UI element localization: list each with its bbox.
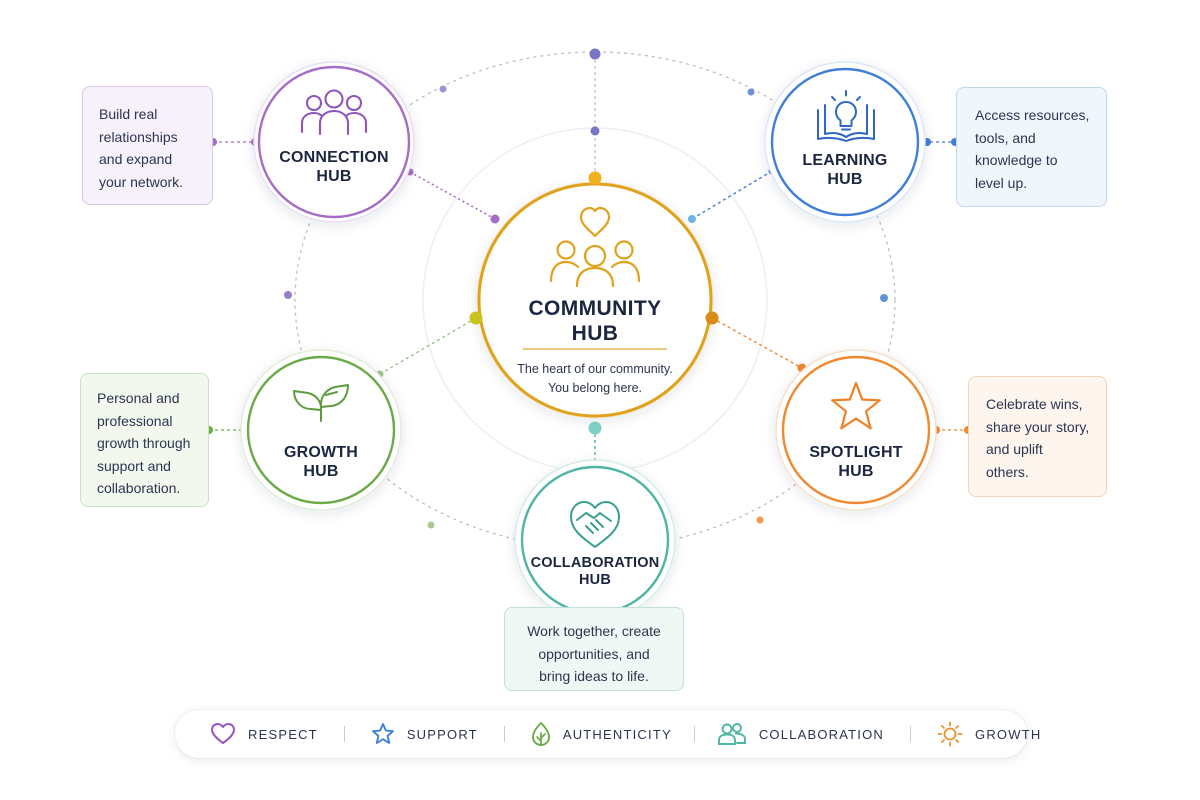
center-hub-title: COMMUNITY HUB — [495, 296, 695, 346]
collaboration-hub-title: COLLABORATION HUB — [515, 555, 675, 590]
legend-item-support: SUPPORT — [371, 710, 478, 758]
card-line: opportunities, and — [538, 645, 650, 662]
legend-divider — [503, 726, 505, 742]
legend-item-respect: RESPECT — [210, 710, 318, 758]
heart-icon — [211, 723, 235, 744]
connector-spotlight — [711, 317, 803, 369]
connection-hub-title-line1: CONNECTION — [279, 149, 389, 166]
legend-label: COLLABORATION — [758, 726, 885, 742]
connector-growth — [379, 317, 477, 375]
community-people-heart-icon — [549, 206, 641, 288]
card-line: knowledge to — [975, 152, 1058, 168]
values-legend: RESPECT SUPPORT AUTHENTICITY COLLABORATI… — [175, 710, 1040, 758]
connection-hub-title-line2: HUB — [316, 168, 352, 186]
collaboration-hub-title-line1: COLLABORATION — [530, 555, 660, 571]
connector-connection — [409, 171, 496, 220]
people-icon — [717, 723, 746, 745]
learning-hub[interactable] — [764, 61, 926, 223]
card-line: support and — [97, 457, 171, 474]
learning-hub-title-line2: HUB — [827, 171, 863, 189]
learning-hub-title: LEARNING HUB — [765, 151, 925, 189]
growth-hub-title: GROWTH HUB — [241, 443, 401, 481]
sprout-icon — [293, 384, 349, 422]
legend-label: AUTHENTICITY — [562, 726, 672, 742]
connection-hub[interactable] — [253, 61, 415, 223]
card-line: collaboration. — [97, 480, 181, 496]
growth-hub-title-line1: GROWTH — [283, 444, 359, 461]
collaboration-description-card: Work together, create opportunities, and… — [504, 607, 684, 691]
star-icon — [831, 381, 881, 430]
center-hub[interactable] — [469, 171, 719, 435]
sun-icon — [937, 721, 963, 747]
legend-label: SUPPORT — [406, 726, 478, 742]
card-line: growth through — [97, 435, 191, 451]
card-line: Access resources, — [975, 107, 1090, 123]
spotlight-hub-title-line2: HUB — [838, 463, 874, 481]
outer-orbit — [294, 51, 896, 549]
legend-item-growth: GROWTH — [937, 710, 1041, 758]
legend-item-collaboration: COLLABORATION — [717, 710, 884, 758]
learning-description-card: Access resources, tools, and knowledge t… — [956, 87, 1107, 207]
legend-label: RESPECT — [248, 726, 318, 742]
spotlight-description-card: Celebrate wins, share your story, and up… — [968, 376, 1107, 497]
book-lightbulb-icon — [817, 90, 875, 142]
center-hub-title-line2: HUB — [571, 322, 619, 346]
connection-description-card: Build real relationships and expand your… — [82, 86, 213, 205]
card-line: Build real — [99, 106, 158, 122]
card-line: Celebrate wins, — [986, 396, 1083, 412]
card-line: your network. — [99, 173, 184, 190]
center-hub-description: The heart of our community. You belong h… — [495, 360, 695, 398]
card-line: Work together, create — [527, 623, 661, 639]
handshake-heart-icon — [570, 501, 620, 548]
card-line: share your story, — [986, 418, 1090, 435]
card-line: relationships — [99, 128, 178, 145]
people-group-icon — [300, 89, 368, 136]
card-line: others. — [986, 463, 1029, 480]
growth-hub[interactable] — [240, 349, 402, 511]
spotlight-hub-title-line1: SPOTLIGHT — [809, 444, 903, 461]
leaf-icon — [531, 722, 550, 746]
collaboration-hub-title-line2: HUB — [578, 572, 611, 589]
card-line: and uplift — [986, 441, 1043, 457]
learning-hub-title-line1: LEARNING — [802, 152, 888, 169]
center-description-line1: The heart of our community. — [517, 362, 673, 376]
card-line: and expand — [99, 151, 173, 167]
collaboration-hub[interactable] — [514, 459, 676, 621]
spotlight-hub[interactable] — [775, 349, 937, 511]
legend-label: GROWTH — [975, 726, 1042, 742]
card-line: level up. — [975, 174, 1028, 191]
center-hub-title-line1: COMMUNITY — [528, 297, 662, 320]
connection-hub-title: CONNECTION HUB — [254, 148, 414, 186]
star-icon — [371, 723, 394, 744]
card-line: professional — [97, 412, 173, 429]
legend-divider — [910, 726, 912, 742]
legend-item-authenticity: AUTHENTICITY — [531, 710, 672, 758]
card-line: Personal and — [97, 390, 180, 406]
card-line: bring ideas to life. — [539, 668, 649, 684]
legend-divider — [343, 726, 345, 742]
legend-divider — [693, 726, 695, 742]
growth-hub-title-line2: HUB — [303, 463, 339, 481]
center-description-line2: You belong here. — [547, 381, 643, 395]
spotlight-hub-title: SPOTLIGHT HUB — [776, 443, 936, 481]
card-line: tools, and — [975, 129, 1036, 146]
growth-description-card: Personal and professional growth through… — [80, 373, 209, 507]
